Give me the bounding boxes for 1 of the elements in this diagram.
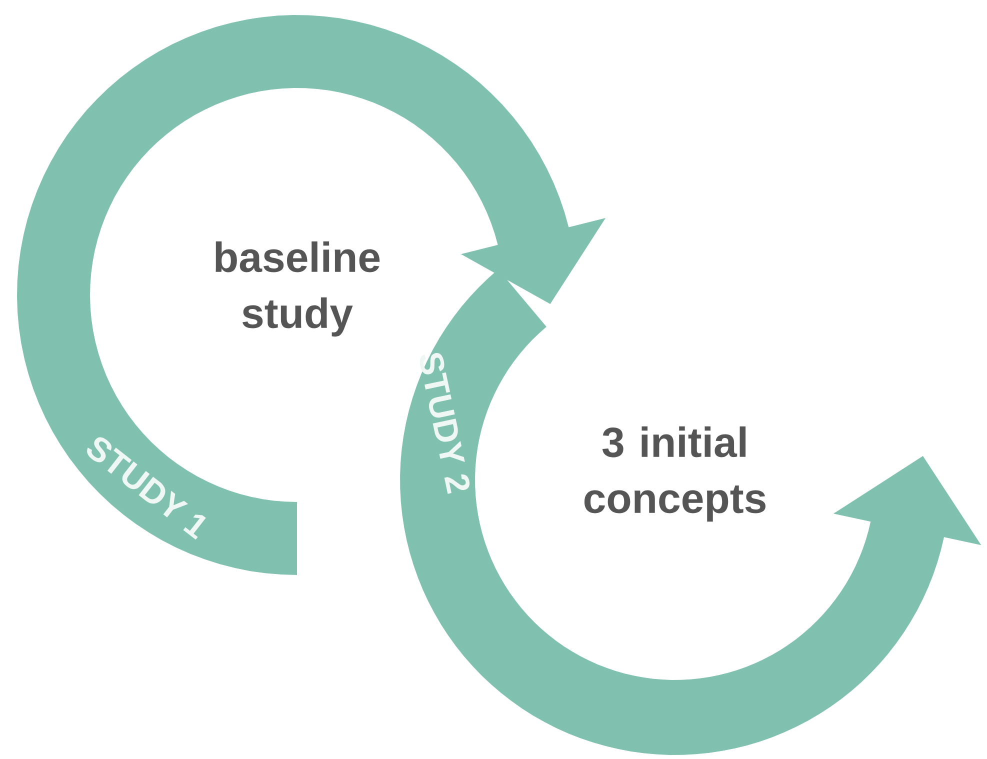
center-label: baseline study <box>216 241 380 337</box>
